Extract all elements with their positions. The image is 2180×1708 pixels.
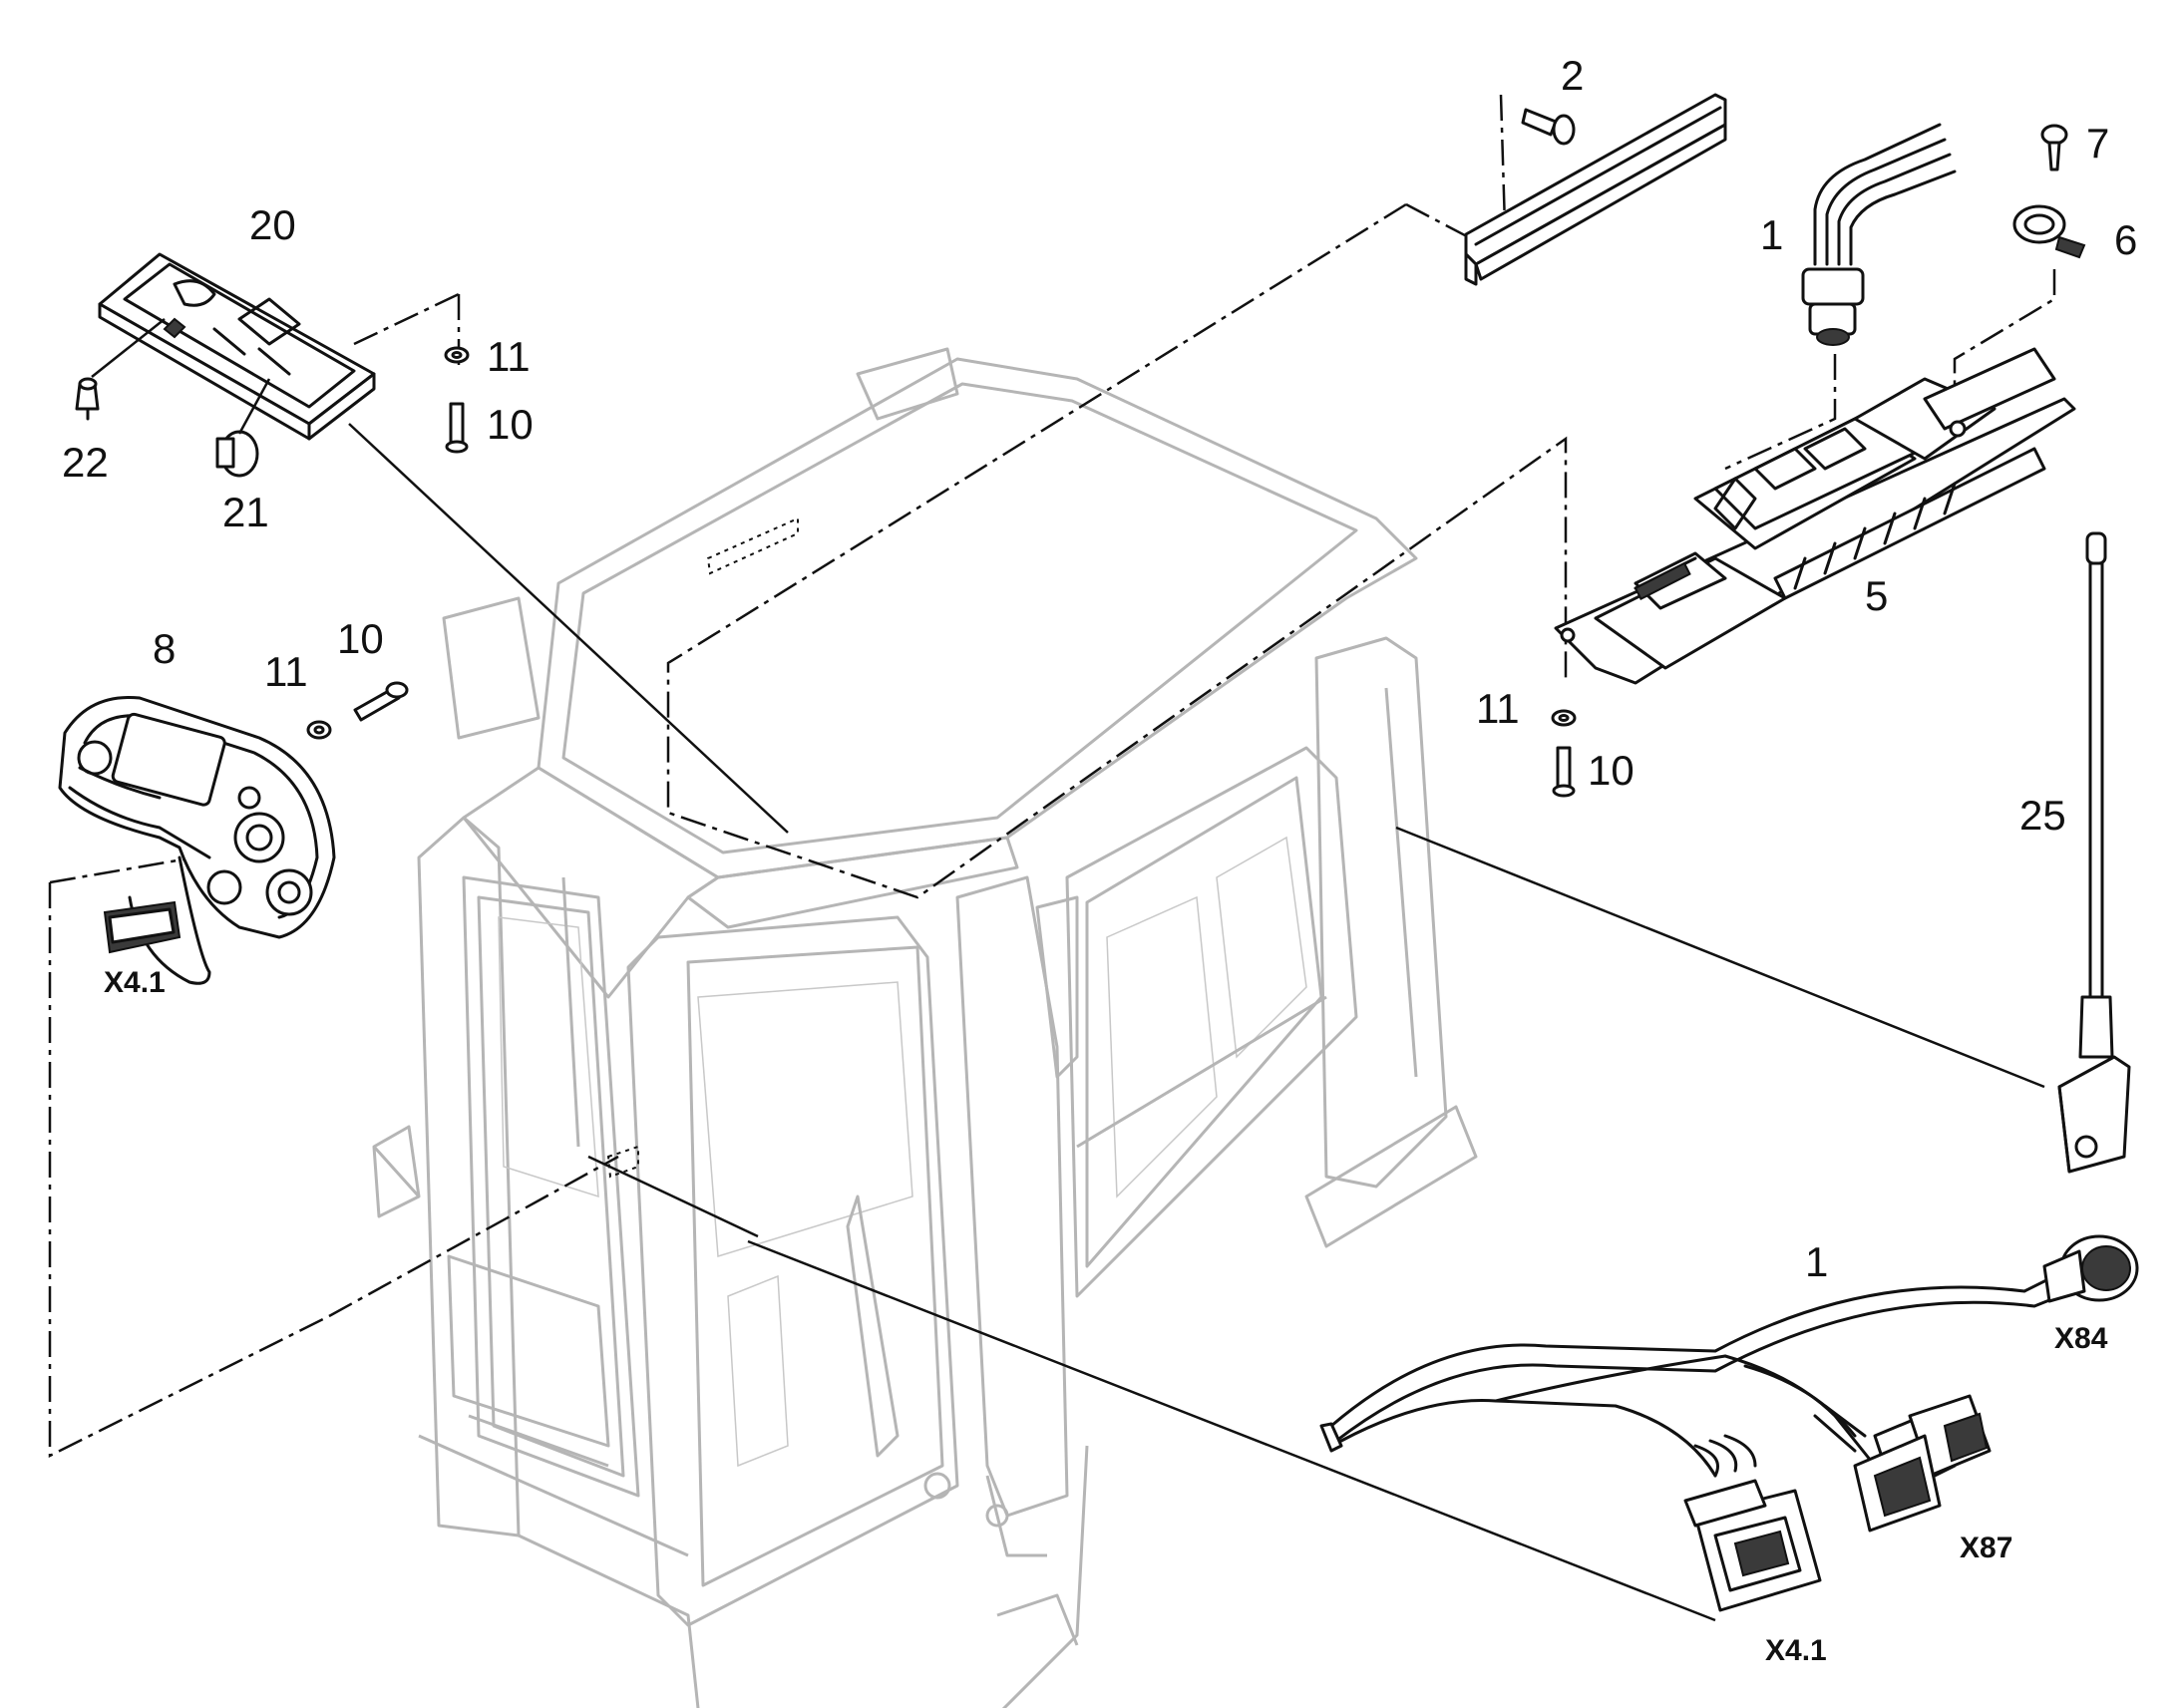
callout-20: 20 (249, 201, 296, 248)
part-11-washer-b (306, 720, 332, 740)
part-10-bolt-a (445, 402, 469, 454)
part-10-bolt-b (353, 681, 409, 722)
callout-6: 6 (2114, 216, 2137, 263)
callout-25: 25 (2019, 792, 2066, 839)
callout-2: 2 (1561, 52, 1584, 99)
connector-label-x84: X84 (2054, 1322, 2108, 1355)
callout-11-a: 11 (487, 333, 531, 380)
part-6-clamp (2012, 204, 2086, 259)
callout-21: 21 (222, 489, 269, 535)
connector-labels: X4.1 X84 X87 X4.1 (104, 966, 2108, 1667)
callout-1-top: 1 (1760, 211, 1783, 258)
part-8-instrument-panel (58, 695, 336, 985)
callout-5: 5 (1865, 572, 1888, 619)
part-11-washer-a (444, 346, 470, 364)
connector-label-x41-right: X4.1 (1765, 1634, 1827, 1667)
part-20-lamp-housing (98, 252, 376, 441)
cab-body (372, 347, 1478, 1708)
callout-7: 7 (2086, 120, 2109, 167)
part-2-roof-rail (1464, 93, 1727, 286)
callout-11-c: 11 (1476, 685, 1520, 732)
part-25-antenna (2057, 531, 2131, 1174)
part-7-screw (2040, 124, 2068, 171)
callout-10-b: 10 (337, 615, 384, 662)
part-22-festoon-bulb (75, 318, 166, 421)
callout-labels: 2 7 1 6 20 11 10 22 21 5 8 11 10 11 10 2… (62, 52, 2137, 1285)
part-1-wiring-harness (1319, 1234, 2139, 1612)
part-1-cable-plug (1801, 123, 1957, 346)
callout-10-c: 10 (1588, 747, 1635, 794)
connector-label-x41-left: X4.1 (104, 966, 166, 999)
leader-lines (348, 423, 2045, 1622)
part-10-bolt-c (1552, 746, 1576, 798)
assembly-lines (48, 94, 2056, 1459)
callout-10-a: 10 (487, 401, 534, 448)
callout-8: 8 (153, 625, 176, 672)
x41-left-plug (103, 900, 182, 954)
connector-label-x87: X87 (1960, 1532, 2012, 1564)
part-21-bulb (215, 378, 271, 478)
callout-22: 22 (62, 439, 109, 486)
part-2-screw (1521, 108, 1576, 146)
part-5-electrical-module (1554, 347, 2076, 685)
callout-1-bottom: 1 (1805, 1238, 1828, 1285)
part-11-washer-c (1551, 709, 1577, 727)
roof-panel-hidden-outline (706, 516, 799, 575)
callout-11-b: 11 (264, 648, 308, 695)
